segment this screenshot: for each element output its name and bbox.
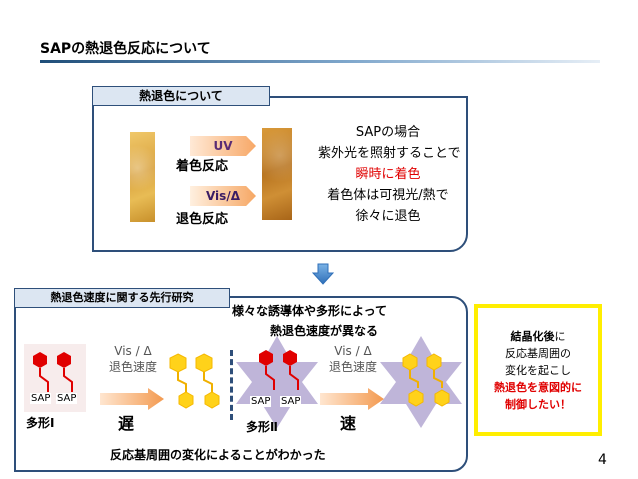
desc-line-3: 瞬時に着色: [355, 167, 421, 182]
fading-arrow-1: [100, 388, 164, 410]
vis-arrow: Vis/Δ: [190, 186, 256, 206]
fade-speed-panel-2: Vis / Δ 退色速度: [320, 344, 386, 375]
uv-label: UV: [213, 139, 233, 153]
conclusion-text: 反応基周囲の変化によることがわかった: [110, 448, 326, 462]
desc-line-4: 着色体は可視光/熱で: [327, 188, 449, 203]
sap-label-2a: SAP: [250, 396, 272, 407]
note-line-1-rest: に: [554, 330, 566, 343]
title-underline: [40, 60, 600, 63]
research-heading-1: 様々な誘導体や多形によって: [232, 304, 388, 318]
sap-description: SAPの場合 紫外光を照射することで 瞬時に着色 着色体は可視光/熱で 徐々に退…: [318, 122, 461, 227]
uv-arrow: UV: [190, 136, 256, 156]
colorless-sample-image: [130, 132, 155, 222]
faded-molecule-2: [380, 336, 462, 428]
note-line-2: 反応基周囲の: [505, 347, 571, 360]
polymorph-2-molecule: [236, 336, 318, 428]
desc-line-1: SAPの場合: [355, 125, 421, 140]
sap-label-2b: SAP: [280, 396, 302, 407]
fade-speed-label-2: 退色速度: [328, 360, 377, 374]
vis-label-1: Vis / Δ: [114, 344, 152, 358]
polymorph-1-label: 多形Ⅰ: [26, 416, 55, 430]
fade-speed-panel-1: Vis / Δ 退色速度: [100, 344, 166, 375]
fading-arrow-2: [320, 388, 384, 410]
previous-research-section: [14, 296, 468, 472]
note-line-1-bold: 結晶化後: [510, 330, 555, 343]
note-line-5: 制御したい！: [505, 398, 571, 411]
desc-line-2: 紫外光を照射することで: [318, 146, 461, 161]
desc-line-5: 徐々に退色: [355, 209, 421, 224]
page-number: 4: [598, 452, 607, 468]
note-line-1: 結晶化後に: [478, 328, 598, 345]
page-title: SAPの熱退色反応について: [40, 41, 211, 57]
slow-label: 遅: [118, 414, 135, 433]
faded-molecule-1: [169, 353, 220, 409]
thermal-fading-tag: 熱退色について: [92, 86, 270, 106]
fade-speed-label-1: 退色速度: [108, 360, 157, 374]
polymorph-2-label: 多形Ⅱ: [246, 420, 278, 434]
note-line-3: 変化を起こし: [505, 364, 571, 377]
sap-label-1b: SAP: [56, 393, 78, 404]
goal-note: 結晶化後に 反応基周囲の 変化を起こし 熱退色を意図的に 制御したい！: [474, 304, 602, 436]
research-heading-2: 熱退色速度が異なる: [270, 324, 379, 338]
coloring-reaction-label: 着色反応: [176, 159, 229, 174]
colored-sample-image: [262, 128, 292, 220]
note-line-4: 熱退色を意図的に: [494, 381, 582, 394]
vis-label-2: Vis / Δ: [334, 344, 372, 358]
sap-label-1a: SAP: [30, 393, 52, 404]
fast-label: 速: [340, 414, 357, 433]
vis-label: Vis/Δ: [205, 189, 240, 203]
divider: [230, 350, 233, 420]
fading-reaction-label: 退色反応: [176, 212, 229, 227]
previous-research-tag: 熱退色速度に関する先行研究: [14, 288, 230, 308]
down-arrow-icon: [312, 263, 334, 285]
